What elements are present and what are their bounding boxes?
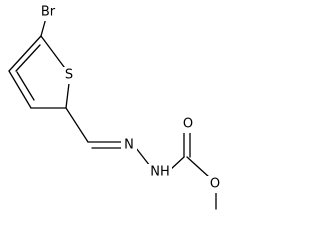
- sulfur-label: S: [65, 68, 73, 83]
- bond-c4-c3-inner: [16, 71, 35, 101]
- bond-c4-c3: [8, 70, 32, 109]
- br-label-mask: [36, 4, 61, 21]
- n-label-mask: [121, 137, 137, 154]
- ester-oxygen-label: O: [210, 177, 220, 192]
- bromine-label: Br: [41, 5, 56, 20]
- chemical-structure-diagram: Br S N NH O O: [8, 4, 223, 210]
- bond-c5-c4-inner: [15, 44, 41, 72]
- s-label-mask: [61, 67, 76, 84]
- bond-c-o-ester: [186, 156, 210, 178]
- o-ester-label-mask: [207, 176, 223, 193]
- bond-n-nh: [135, 147, 151, 167]
- o-carbonyl-label-mask: [180, 116, 196, 133]
- carbonyl-oxygen-label: O: [183, 117, 193, 132]
- nh-label-mask: [147, 164, 172, 181]
- bond-nh-c: [169, 156, 185, 171]
- nitrogen-label: N: [124, 138, 134, 153]
- nh-label: NH: [150, 165, 170, 180]
- bond-c2-ch: [65, 107, 89, 143]
- bond-c5-c4: [8, 35, 42, 72]
